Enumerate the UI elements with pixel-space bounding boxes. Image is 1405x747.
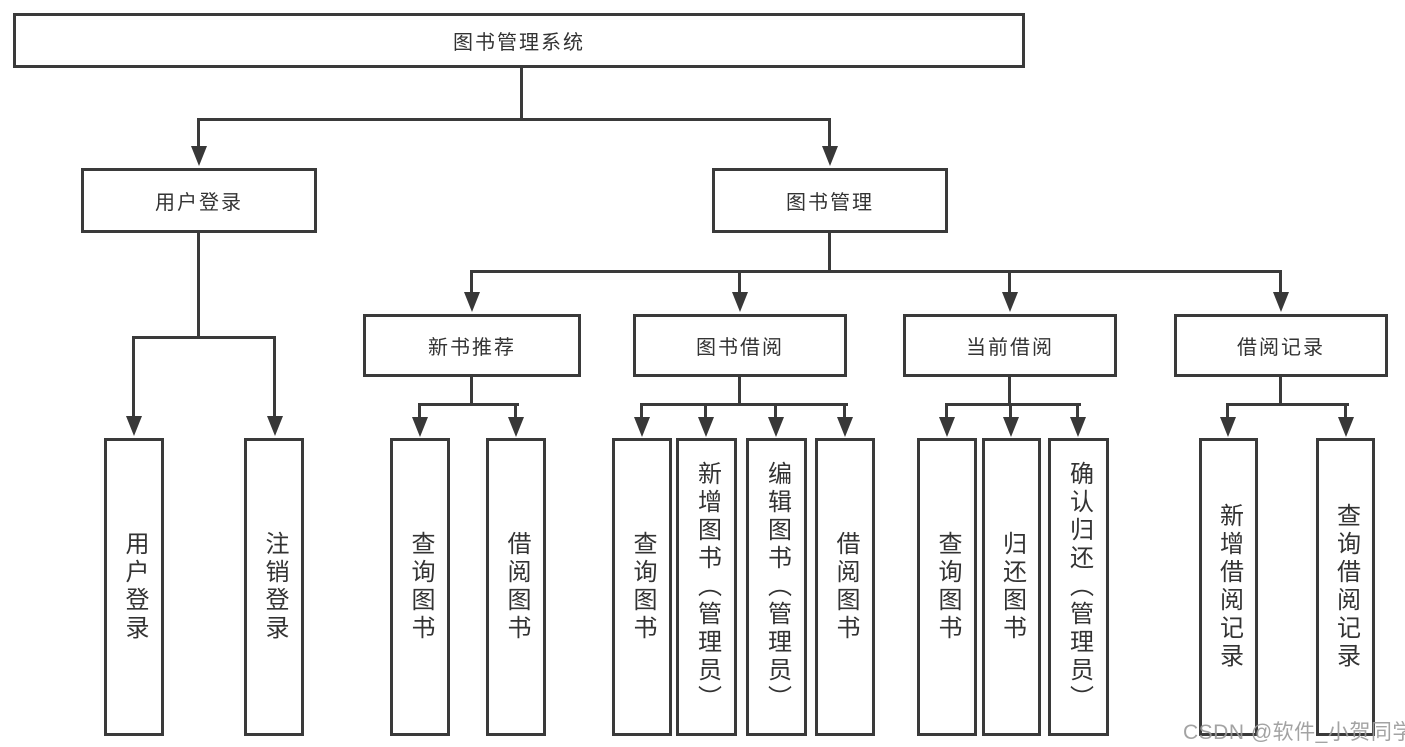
leaf-borrow-books: 借阅图书 (815, 438, 875, 736)
connector-line (1008, 377, 1011, 406)
connector-line (1076, 403, 1079, 422)
node-new-book-recommendation: 新书推荐 (363, 314, 581, 377)
connector-line (197, 233, 200, 339)
arrow-down-icon (1273, 292, 1289, 312)
leaf-add-book-admin: 新增图书（管理员） (676, 438, 737, 736)
arrow-down-icon (732, 292, 748, 312)
arrow-down-icon (1338, 417, 1354, 437)
connector-line (197, 118, 831, 121)
arrow-down-icon (1220, 417, 1236, 437)
node-library-management-system: 图书管理系统 (13, 13, 1025, 68)
connector-line (132, 336, 276, 339)
connector-line (1279, 377, 1282, 406)
watermark-text: CSDN @软件_小贺同学 (1183, 721, 1405, 744)
arrow-down-icon (939, 417, 955, 437)
leaf-query-books-current: 查询图书 (917, 438, 977, 736)
connector-line (273, 336, 276, 422)
arrow-down-icon (1002, 292, 1018, 312)
node-user-login: 用户登录 (81, 168, 317, 233)
connector-line (738, 270, 741, 298)
connector-line (197, 118, 200, 152)
connector-line (704, 403, 707, 422)
connector-line (1226, 403, 1229, 422)
arrow-down-icon (191, 146, 207, 166)
arrow-down-icon (464, 292, 480, 312)
connector-line (418, 403, 421, 422)
arrow-down-icon (1003, 417, 1019, 437)
connector-line (132, 336, 135, 422)
leaf-logout: 注销登录 (244, 438, 304, 736)
connector-line (945, 403, 948, 422)
leaf-borrow-books-recommend: 借阅图书 (486, 438, 546, 736)
arrow-down-icon (768, 417, 784, 437)
arrow-down-icon (126, 416, 142, 436)
node-borrowing-records: 借阅记录 (1174, 314, 1388, 377)
leaf-query-books-borrowing: 查询图书 (612, 438, 672, 736)
connector-line (640, 403, 643, 422)
connector-line (470, 270, 1282, 273)
arrow-down-icon (698, 417, 714, 437)
connector-line (514, 403, 517, 422)
arrow-down-icon (1070, 417, 1086, 437)
leaf-confirm-return-admin: 确认归还（管理员） (1048, 438, 1109, 736)
node-book-borrowing: 图书借阅 (633, 314, 847, 377)
leaf-query-borrow-record: 查询借阅记录 (1316, 438, 1375, 736)
arrow-down-icon (822, 146, 838, 166)
connector-line (1279, 270, 1282, 298)
leaf-edit-book-admin: 编辑图书（管理员） (746, 438, 807, 736)
arrow-down-icon (412, 417, 428, 437)
connector-line (1008, 270, 1011, 298)
connector-line (945, 403, 1081, 406)
arrow-down-icon (837, 417, 853, 437)
arrow-down-icon (634, 417, 650, 437)
node-current-borrowing: 当前借阅 (903, 314, 1117, 377)
connector-line (828, 118, 831, 152)
connector-line (470, 377, 473, 406)
leaf-return-books: 归还图书 (982, 438, 1041, 736)
connector-line (470, 270, 473, 298)
connector-line (1226, 403, 1349, 406)
arrow-down-icon (267, 416, 283, 436)
node-book-management: 图书管理 (712, 168, 948, 233)
arrow-down-icon (508, 417, 524, 437)
leaf-user-login: 用户登录 (104, 438, 164, 736)
connector-line (1009, 403, 1012, 422)
connector-line (843, 403, 846, 422)
leaf-add-borrow-record: 新增借阅记录 (1199, 438, 1258, 736)
connector-line (520, 68, 523, 121)
connector-line (640, 403, 848, 406)
connector-line (774, 403, 777, 422)
connector-line (828, 233, 831, 273)
connector-line (418, 403, 519, 406)
leaf-query-books-recommend: 查询图书 (390, 438, 450, 736)
connector-line (1344, 403, 1347, 422)
connector-line (738, 377, 741, 406)
